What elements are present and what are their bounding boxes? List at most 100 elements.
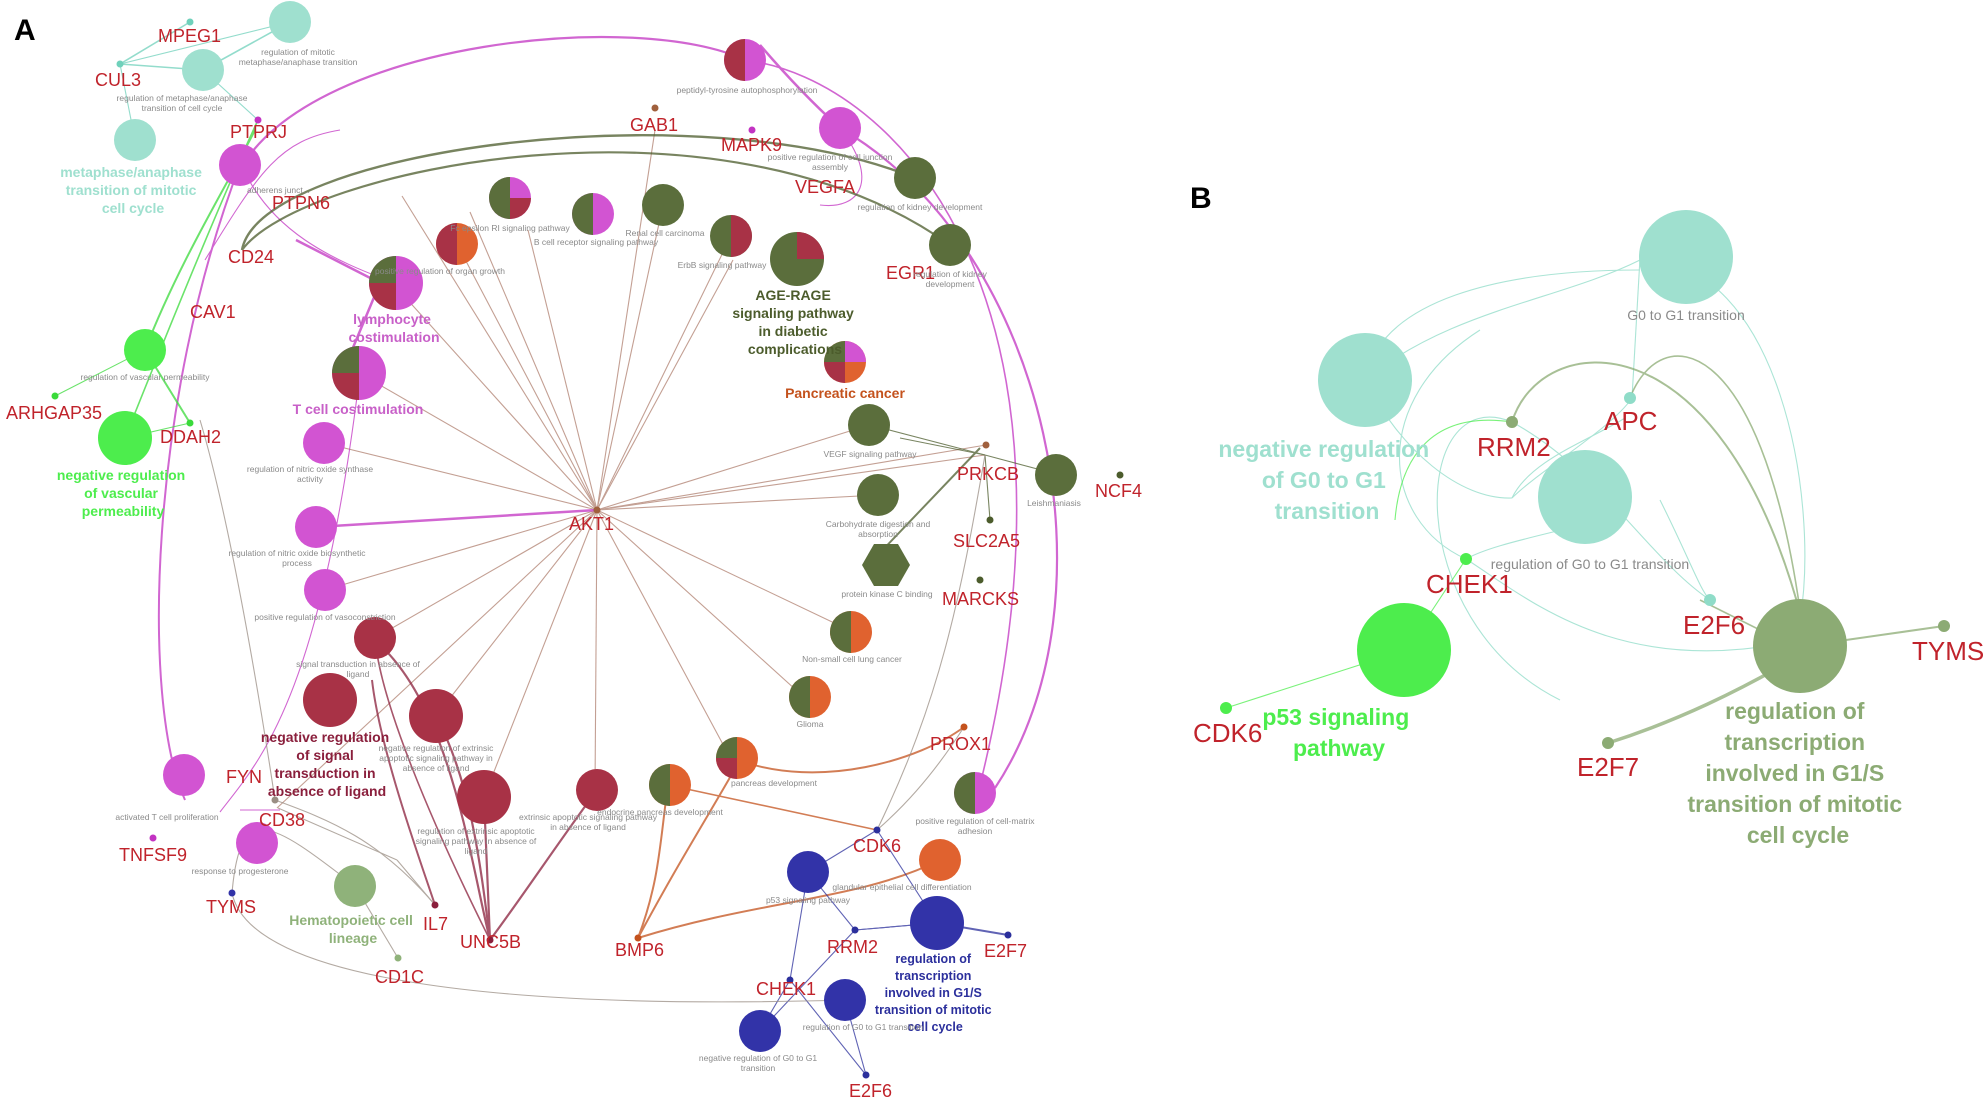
- term-node-lymphocyte[interactable]: [369, 256, 423, 310]
- term-node-carb[interactable]: [857, 474, 899, 516]
- term-node-cell-junction[interactable]: [819, 107, 861, 149]
- term-label-erbb: ErbB signaling pathway: [678, 260, 768, 270]
- term-node-glioma[interactable]: [789, 676, 831, 718]
- term-node-act-t[interactable]: [163, 754, 205, 796]
- term-node-kidney-dev2[interactable]: [929, 224, 971, 266]
- gene-label-unc5b: UNC5B: [460, 932, 521, 952]
- term-node-progest[interactable]: [236, 822, 278, 864]
- term-node-fc-rii[interactable]: [489, 177, 531, 219]
- term-node-tyrosine[interactable]: [724, 39, 766, 81]
- b-gene-dots: [1220, 392, 1950, 749]
- term-label-pkc: protein kinase C binding: [841, 589, 932, 599]
- gene-label-cdk6: CDK6: [853, 836, 901, 856]
- term-node-mitotic-meta[interactable]: [269, 1, 311, 43]
- cat-label-g1s: regulation of transcription involved in …: [875, 952, 995, 1034]
- term-node-p53[interactable]: [787, 851, 829, 893]
- panel-b-nodes: [1220, 210, 1950, 749]
- gene-label-vegfa: VEGFA: [795, 177, 855, 197]
- gene-dots: [51, 18, 1124, 1079]
- gene-label-e2f7: E2F7: [984, 941, 1027, 961]
- term-node-pancreatic[interactable]: [824, 341, 866, 383]
- panel-b-label: B: [1190, 182, 1212, 215]
- gene-label-rrm2: RRM2: [827, 937, 878, 957]
- term-node-metaphase[interactable]: [114, 119, 156, 161]
- term-label-nsclc: Non-small cell lung cancer: [802, 654, 902, 664]
- term-node-endo-panc[interactable]: [649, 764, 691, 806]
- gene-label-cav1: CAV1: [190, 302, 236, 322]
- panel-b-gene-labels: RRM2 APC CHEK1 E2F6 TYMS CDK6 E2F7: [1193, 406, 1983, 782]
- gene-label-arhgap35: ARHGAP35: [6, 403, 102, 423]
- b-term-node-g0g1-reg[interactable]: [1538, 450, 1632, 544]
- term-node-negsignal[interactable]: [303, 673, 357, 727]
- term-node-adherens[interactable]: [219, 144, 261, 186]
- b-term-node-p53[interactable]: [1357, 603, 1451, 697]
- b-gene-label-apc: APC: [1604, 406, 1657, 436]
- gene-label-marcks: MARCKS: [942, 589, 1019, 609]
- term-node-panc-dev[interactable]: [716, 737, 758, 779]
- term-node-hemato[interactable]: [334, 865, 376, 907]
- term-node-ext-apop[interactable]: [409, 689, 463, 743]
- orange-edges: [637, 726, 965, 939]
- term-node-agerage[interactable]: [770, 232, 824, 286]
- term-node-kidney-dev[interactable]: [894, 157, 936, 199]
- gene-label-cul3: CUL3: [95, 70, 141, 90]
- b-cat-label-g1s: regulation of transcription involved in …: [1687, 698, 1908, 848]
- term-node-organ-growth[interactable]: [436, 223, 478, 265]
- b-gene-label-e2f7: E2F7: [1577, 752, 1639, 782]
- gene-label-ptpn6: PTPN6: [272, 193, 330, 213]
- cat-label-tcell: T cell costimulation: [293, 401, 424, 417]
- gene-label-tyms: TYMS: [206, 897, 256, 917]
- b-gene-label-tyms: TYMS: [1912, 636, 1983, 666]
- b-term-node-neg-g0g1[interactable]: [1318, 333, 1412, 427]
- term-node-bcr[interactable]: [572, 193, 614, 235]
- term-node-g0g1-reg[interactable]: [824, 979, 866, 1021]
- term-node-vegf[interactable]: [848, 404, 890, 446]
- term-node-tcell[interactable]: [332, 346, 386, 400]
- gene-label-chek1: CHEK1: [756, 979, 816, 999]
- b-gene-label-e2f6: E2F6: [1683, 610, 1745, 640]
- gene-label-tnfsf9: TNFSF9: [119, 845, 187, 865]
- panel-b-olive-edges: [1511, 355, 1945, 745]
- term-label-endo-panc: endocrine pancreas development: [597, 807, 723, 817]
- term-node-nos[interactable]: [303, 422, 345, 464]
- gene-label-il7: IL7: [423, 914, 448, 934]
- gene-label-bmp6: BMP6: [615, 940, 664, 960]
- term-node-g0g1-neg[interactable]: [739, 1010, 781, 1052]
- term-node-erbb[interactable]: [710, 215, 752, 257]
- term-node-vasocon[interactable]: [304, 569, 346, 611]
- term-node-vascular[interactable]: [98, 411, 152, 465]
- b-gene-label-rrm2: RRM2: [1477, 432, 1551, 462]
- term-node-renal[interactable]: [642, 184, 684, 226]
- term-node-matrix[interactable]: [954, 772, 996, 814]
- term-node-no-bio[interactable]: [295, 506, 337, 548]
- akt1-radial-edges: [276, 129, 987, 809]
- b-term-node-g1s[interactable]: [1753, 599, 1847, 693]
- term-label-bcr: B cell receptor signaling pathway: [534, 237, 659, 247]
- term-node-meta-cc[interactable]: [182, 49, 224, 91]
- term-node-sig-abs[interactable]: [354, 617, 396, 659]
- term-node-vasc-perm[interactable]: [124, 329, 166, 371]
- panel-a-nodes: [51, 1, 1124, 1079]
- term-node-pkc[interactable]: [862, 544, 910, 586]
- term-node-ext-apop3[interactable]: [576, 769, 618, 811]
- term-node-ext-apop2[interactable]: [457, 770, 511, 824]
- cat-label-agerage: AGE-RAGE signaling pathway in diabetic c…: [732, 287, 857, 357]
- gene-label-slc2a5: SLC2A5: [953, 531, 1020, 551]
- gene-label-mpeg1: MPEG1: [158, 26, 221, 46]
- gene-label-fyn: FYN: [226, 767, 262, 787]
- term-node-leish[interactable]: [1035, 454, 1077, 496]
- term-node-glandular[interactable]: [919, 839, 961, 881]
- term-node-nsclc[interactable]: [830, 611, 872, 653]
- cat-label-hemato: Hematopoietic cell lineage: [289, 912, 417, 946]
- term-node-g1s[interactable]: [910, 896, 964, 950]
- b-gene-label-cdk6: CDK6: [1193, 718, 1262, 748]
- b-term-node-g0g1[interactable]: [1639, 210, 1733, 304]
